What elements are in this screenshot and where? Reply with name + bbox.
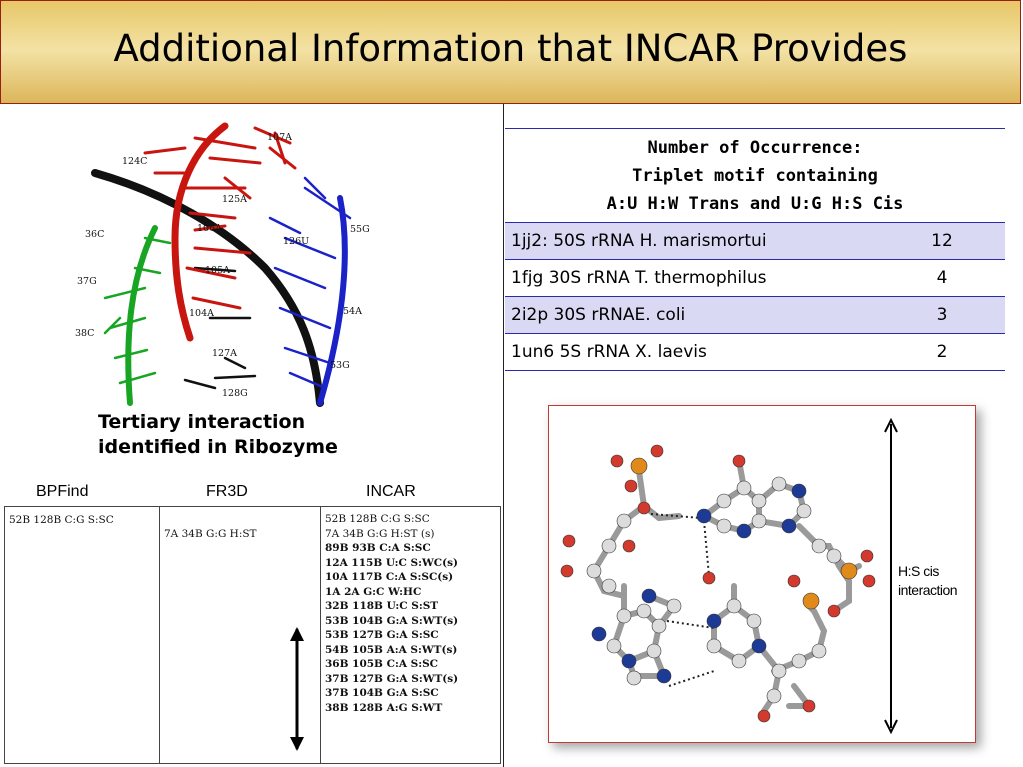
- incar-entry: 12A 115B U:C S:WC(s): [325, 556, 458, 569]
- residue-label: 53G: [330, 360, 350, 371]
- incar-entry: 54B 105B A:A S:WT(s): [325, 643, 458, 656]
- occurrence-count: 2: [905, 333, 1005, 371]
- caption-line: Tertiary interaction: [98, 411, 306, 433]
- residue-label: 55G: [350, 224, 370, 235]
- residue-label: 104A: [189, 308, 214, 319]
- incar-entry: 52B 128B C:G S:SC: [325, 513, 430, 525]
- table-row: 1fjg 30S rRNA T. thermophilus 4: [505, 259, 1005, 297]
- molecule-panel: H:S cis interaction: [548, 405, 976, 743]
- black-strand: [91, 169, 324, 407]
- residue-label: 105A: [205, 265, 230, 276]
- bpfind-entry: 52B 128B C:G S:SC: [9, 514, 114, 526]
- label-line: interaction: [898, 582, 958, 598]
- residue-label: 36C: [85, 229, 104, 240]
- residue-label: 106A: [197, 223, 222, 234]
- structure-name: 1fjg 30S rRNA T. thermophilus: [505, 259, 905, 297]
- occurrence-count: 12: [905, 222, 1005, 260]
- incar-entry: 89B 93B C:A S:SC: [325, 542, 431, 554]
- header-line: Number of Occurrence:: [647, 138, 863, 158]
- table-row: 1un6 5S rRNA X. laevis 2: [505, 333, 1005, 371]
- hs-cis-label: H:S cis interaction: [898, 562, 958, 600]
- occurrence-header-row: Number of Occurrence: Triplet motif cont…: [505, 128, 1005, 223]
- vertical-divider: [503, 104, 504, 767]
- fr3d-entry: 7A 34B G:G H:ST: [164, 528, 257, 540]
- bpfind-column: 52B 128B C:G S:SC: [5, 507, 159, 763]
- table-row: 2i2p 30S rRNAE. coli 3: [505, 296, 1005, 334]
- occurrence-header: Number of Occurrence: Triplet motif cont…: [505, 128, 1005, 223]
- label-line: H:S cis: [898, 563, 939, 579]
- hydrogen-bonds: [650, 513, 715, 687]
- header-line: A:U H:W Trans and U:G H:S Cis: [606, 194, 904, 214]
- residue-labels: 107A 124C 125A 106A 126U 55G 36C 105A 37…: [75, 132, 370, 399]
- structure-name: 1un6 5S rRNA X. laevis: [505, 333, 905, 371]
- green-strand: [103, 225, 172, 406]
- incar-entry: 10A 117B C:A S:SC(s): [325, 571, 454, 583]
- fr3d-column: 7A 34B G:G H:ST: [159, 507, 320, 763]
- structure-name: 2i2p 30S rRNAE. coli: [505, 296, 905, 334]
- double-headed-arrow-icon: [290, 627, 304, 751]
- bpfind-header: BPFind: [36, 483, 89, 500]
- slide-title: Additional Information that INCAR Provid…: [113, 27, 908, 70]
- residue-label: 38C: [75, 328, 94, 339]
- incar-column: 52B 128B C:G S:SC 7A 34B G:G H:ST (s) 89B …: [320, 507, 499, 763]
- incar-entry: 37B 127B G:A S:WT(s): [325, 672, 459, 685]
- ball-and-stick-model: [560, 444, 876, 723]
- incar-entry: 53B 127B G:A S:SC: [325, 629, 439, 641]
- incar-entry: 36B 105B C:A S:SC: [325, 658, 439, 670]
- residue-label: 37G: [77, 276, 97, 287]
- header-line: Triplet motif containing: [632, 166, 878, 186]
- incar-entry: 1A 2A G:C W:HC: [325, 585, 422, 598]
- residue-label: 126U: [283, 236, 309, 247]
- ribozyme-structure-figure: 107A 124C 125A 106A 126U 55G 36C 105A 37…: [75, 122, 370, 407]
- occurrence-table: Number of Occurrence: Triplet motif cont…: [505, 128, 1005, 371]
- residue-label: 125A: [222, 194, 247, 205]
- occurrence-count: 3: [905, 296, 1005, 334]
- base-pair-comparison-table: 52B 128B C:G S:SC 7A 34B G:G H:ST 52B 12…: [4, 506, 501, 764]
- caption-line: identified in Ribozyme: [98, 436, 338, 458]
- incar-entry: 37B 104B G:A S:SC: [325, 687, 439, 699]
- ribozyme-caption: Tertiary interaction identified in Riboz…: [98, 410, 338, 460]
- red-strand: [143, 122, 297, 342]
- incar-entry: 53B 104B G:A S:WT(s): [325, 614, 459, 627]
- table-row: 1jj2: 50S rRNA H. marismortui 12: [505, 222, 1005, 260]
- title-banner: Additional Information that INCAR Provid…: [0, 0, 1021, 104]
- residue-label: 127A: [212, 348, 237, 359]
- incar-entry: 38B 128B A:G S:WT: [325, 701, 443, 714]
- atoms: [560, 444, 876, 723]
- blue-strand: [268, 176, 352, 406]
- incar-entry: 7A 34B G:G H:ST (s): [325, 527, 435, 540]
- structure-name: 1jj2: 50S rRNA H. marismortui: [505, 222, 905, 260]
- residue-label: 107A: [267, 132, 292, 143]
- incar-header: INCAR: [366, 483, 416, 500]
- residue-label: 128G: [222, 388, 248, 399]
- fr3d-header: FR3D: [206, 483, 248, 500]
- occurrence-table-top-rule: [505, 128, 1005, 129]
- vertical-double-arrow-icon: [884, 418, 898, 734]
- residue-label: 124C: [122, 156, 147, 167]
- occurrence-count: 4: [905, 259, 1005, 297]
- incar-entry: 32B 118B U:C S:ST: [325, 600, 439, 612]
- residue-label: 54A: [343, 306, 362, 317]
